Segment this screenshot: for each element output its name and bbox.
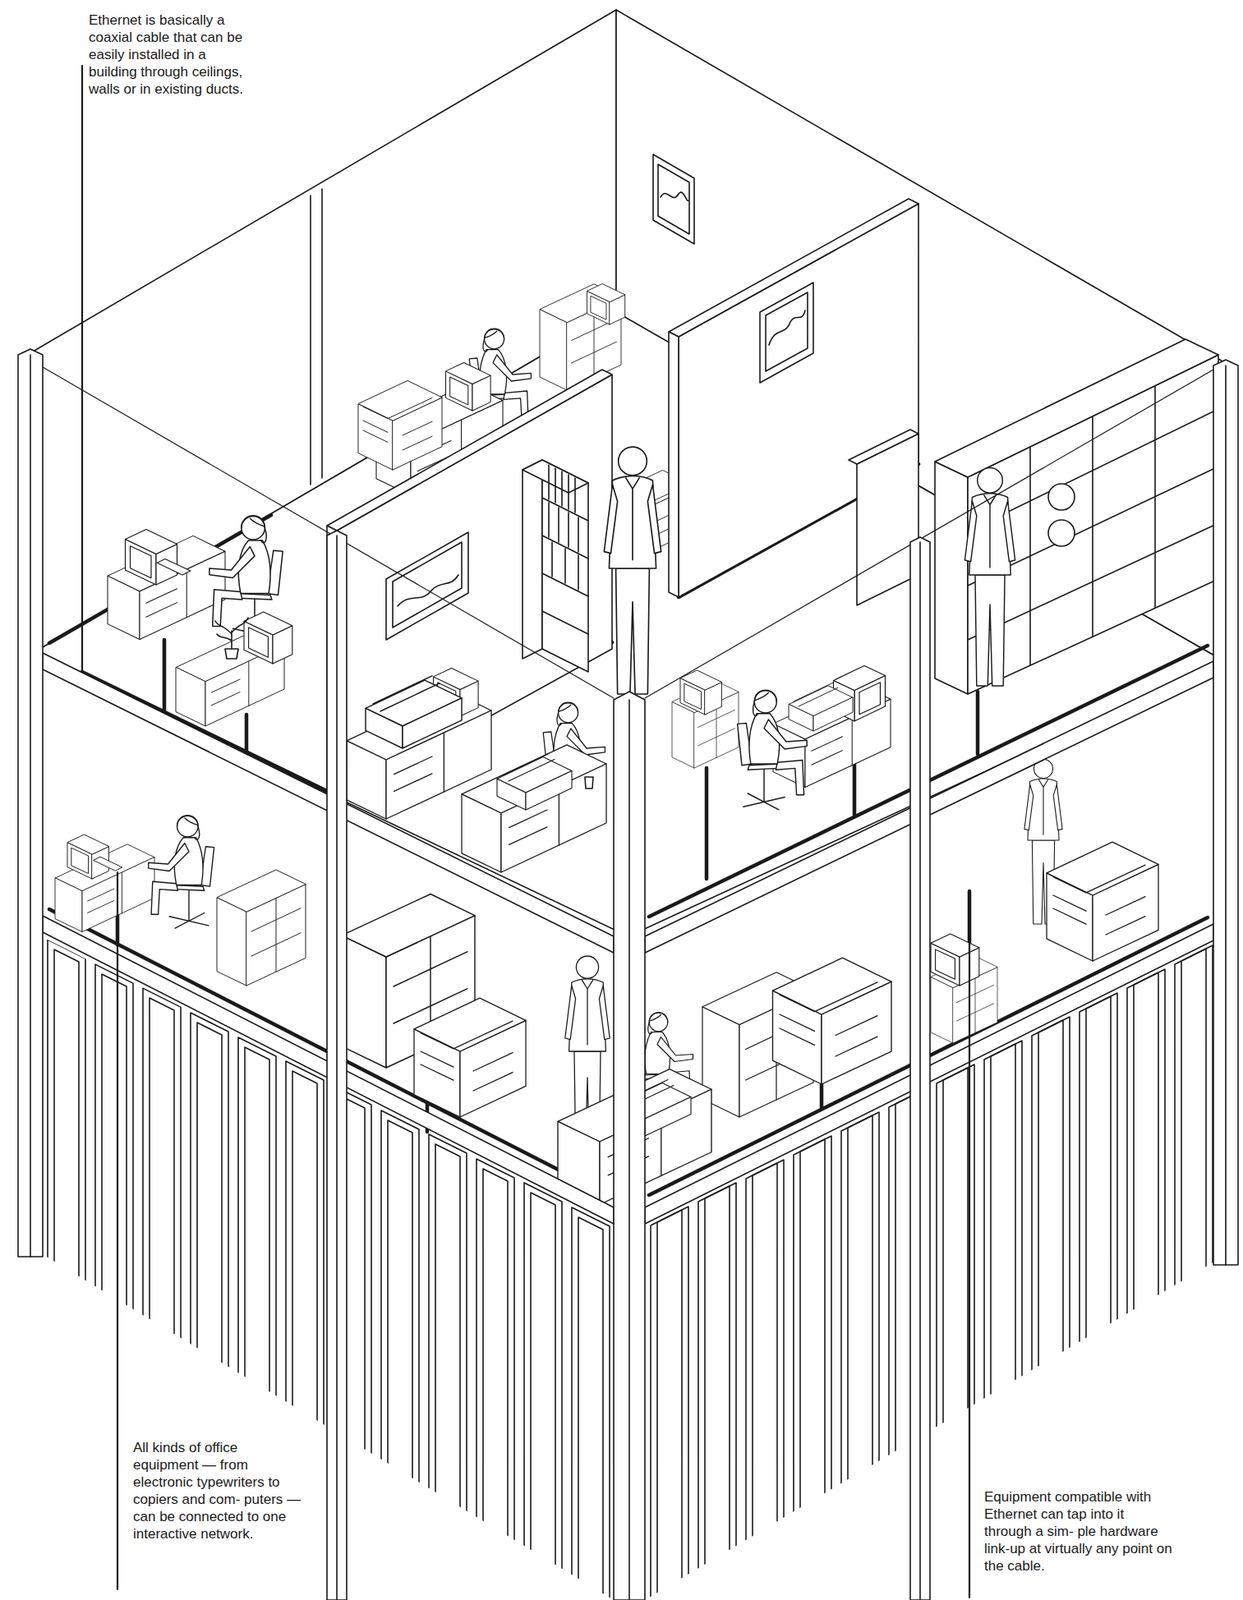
callout-text: Equipment compatible with Ethernet can t… xyxy=(984,1488,1174,1575)
facade-panel xyxy=(745,1160,784,1590)
facade-panel xyxy=(238,1037,277,1468)
tape-reel xyxy=(1048,520,1075,547)
facade-panel xyxy=(1127,969,1165,1400)
back-wall-pilaster xyxy=(310,188,323,485)
shelves-side xyxy=(934,461,968,695)
wall-picture xyxy=(653,154,695,244)
computer-monitor xyxy=(587,284,626,326)
tape-reel xyxy=(1048,483,1075,511)
wall-picture xyxy=(386,532,469,640)
shelves-top xyxy=(934,339,1219,478)
column-edge xyxy=(628,699,631,1600)
facade-panel xyxy=(524,1183,562,1600)
copier xyxy=(414,998,526,1118)
facade-panel xyxy=(476,1159,515,1589)
keyboard xyxy=(156,558,191,576)
computer-monitor xyxy=(67,834,109,880)
standing-person xyxy=(964,468,1015,687)
partition-panel xyxy=(216,870,306,986)
facade-panel xyxy=(650,1206,689,1600)
facade-panel xyxy=(95,964,134,1395)
facade-panel xyxy=(1031,1017,1070,1447)
keyboard xyxy=(93,856,123,871)
wall-picture xyxy=(759,282,814,383)
printer xyxy=(788,682,853,732)
column xyxy=(910,537,930,1600)
column-edge xyxy=(29,354,32,1257)
computer-unit xyxy=(773,957,893,1085)
facade-panel xyxy=(1174,945,1213,1376)
facade-panel xyxy=(698,1183,737,1600)
facade-panel xyxy=(190,1012,229,1443)
seated-person xyxy=(148,815,215,929)
roof-edge xyxy=(32,361,1214,699)
wall-picture-inset xyxy=(658,164,690,235)
facade-panel xyxy=(571,1207,610,1600)
callout-text: Ethernet is basically a coaxial cable th… xyxy=(88,11,254,98)
storage-shelves xyxy=(934,339,1219,695)
computer-monitor xyxy=(125,529,178,586)
leader-line xyxy=(81,65,83,673)
wall-picture-inset xyxy=(765,292,808,372)
cup xyxy=(584,777,594,789)
facade-panel xyxy=(381,1110,419,1541)
standing-person xyxy=(603,446,661,695)
facade-panel xyxy=(428,1134,467,1565)
computer-terminal xyxy=(680,670,722,715)
computer-monitor xyxy=(243,612,293,664)
column-edge xyxy=(336,535,338,1600)
leader-line xyxy=(116,872,119,1590)
column xyxy=(326,530,347,1600)
leader-line xyxy=(968,891,971,1598)
column xyxy=(1213,359,1239,1266)
facade-right xyxy=(650,945,1213,1600)
bookshelf-shelves xyxy=(542,464,589,635)
facade-panel xyxy=(1079,993,1118,1423)
electronic-typewriter xyxy=(497,753,572,811)
computer-monitor xyxy=(446,363,492,412)
plant xyxy=(215,617,249,651)
partition-wall-cap xyxy=(848,429,919,465)
facade-panel xyxy=(285,1061,324,1492)
facade-panel xyxy=(142,988,181,1418)
facade-panel xyxy=(793,1136,832,1566)
electronic-typewriter xyxy=(365,676,462,749)
callout-text: All kinds of office equipment — from ele… xyxy=(133,1439,302,1543)
bookshelf-side xyxy=(522,460,543,659)
column-edge xyxy=(1224,365,1227,1266)
computer-monitor xyxy=(930,934,980,986)
column xyxy=(613,691,645,1600)
partition-wall-edge xyxy=(668,331,679,598)
seated-person xyxy=(737,690,808,811)
desk xyxy=(461,745,607,873)
plant-pot xyxy=(225,649,239,659)
copier xyxy=(1046,842,1159,962)
column-edge xyxy=(919,542,921,1600)
column xyxy=(18,349,43,1257)
printer xyxy=(358,380,442,470)
facade-panel xyxy=(984,1040,1023,1471)
wall-picture-inset xyxy=(392,542,462,628)
facade-panel xyxy=(47,939,86,1370)
facade-panel xyxy=(841,1112,880,1543)
